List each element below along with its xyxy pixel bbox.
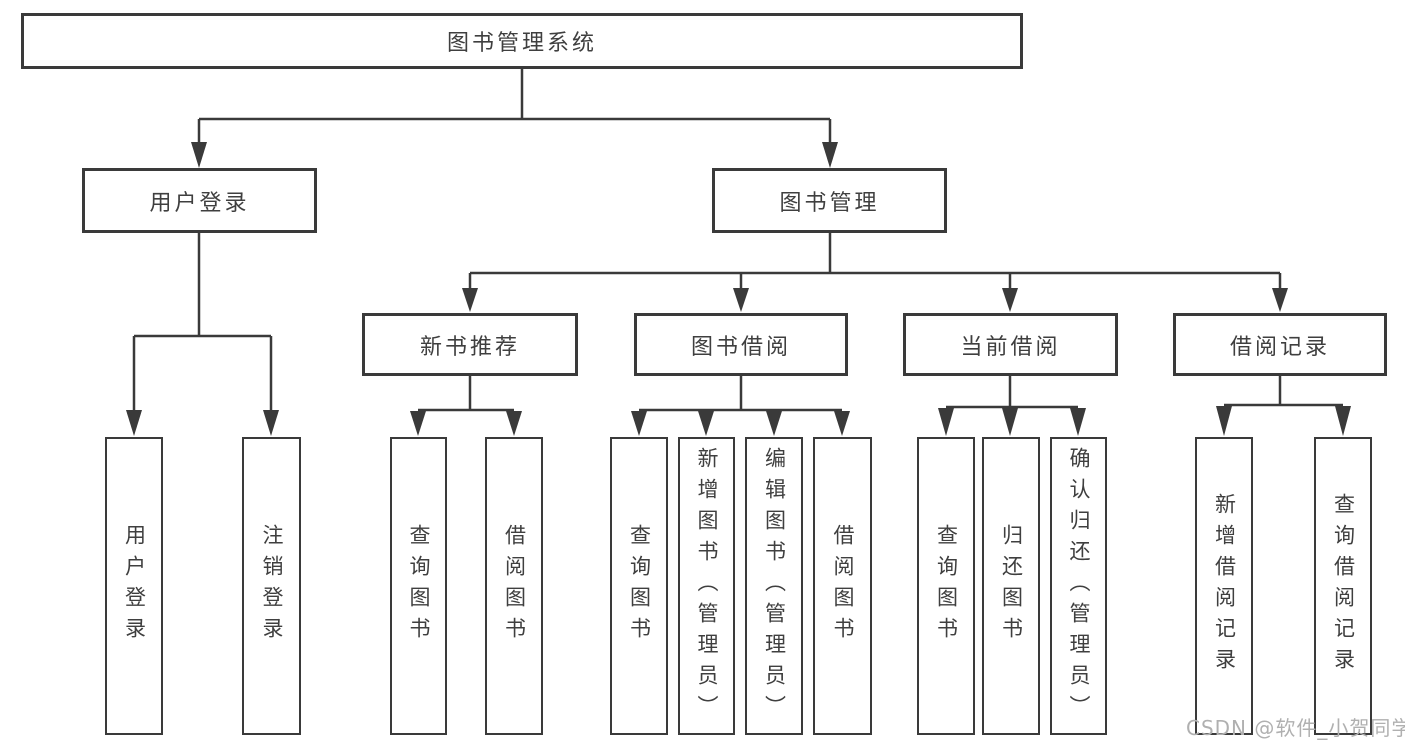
- leaf-label: 注销登录: [260, 524, 284, 648]
- node-label: 新书推荐: [419, 334, 520, 360]
- leaf-label: 新增借阅记录: [1212, 493, 1237, 679]
- node-new-book-recommendation: 新书推荐: [362, 313, 578, 376]
- node-label: 借阅记录: [1229, 334, 1330, 360]
- node-label: 图书管理: [779, 190, 880, 216]
- leaf-label: 用户登录: [122, 524, 147, 648]
- node-label: 用户登录: [149, 190, 250, 216]
- leaf-return-books: 归还图书: [982, 437, 1040, 735]
- node-book-management: 图书管理: [712, 168, 947, 233]
- leaf-label: 查询图书: [627, 524, 652, 648]
- leaf-add-books-admin: 新增图书（管理员）: [678, 437, 735, 735]
- leaf-query-books-current: 查询图书: [917, 437, 975, 735]
- leaf-label: 借阅图书: [502, 524, 527, 648]
- leaf-label: 查询借阅记录: [1331, 493, 1356, 679]
- node-label: 当前借阅: [960, 334, 1061, 360]
- leaf-edit-books-admin: 编辑图书（管理员）: [745, 437, 803, 735]
- node-label: 图书借阅: [690, 334, 791, 360]
- leaf-label: 新增图书（管理员）: [695, 446, 719, 726]
- leaf-borrow-books-recommendation: 借阅图书: [485, 437, 543, 735]
- leaf-label: 借阅图书: [831, 524, 855, 648]
- connector-segments: [132, 69, 1343, 412]
- leaf-confirm-return-admin: 确认归还（管理员）: [1050, 437, 1107, 735]
- leaf-label: 确认归还（管理员）: [1067, 446, 1091, 726]
- leaf-user-login: 用户登录: [105, 437, 163, 735]
- node-label: 图书管理系统: [446, 31, 597, 56]
- leaf-borrow-books-borrowing: 借阅图书: [813, 437, 872, 735]
- leaf-label: 查询图书: [407, 524, 431, 648]
- leaf-label: 归还图书: [999, 524, 1024, 648]
- node-library-management-system: 图书管理系统: [21, 13, 1023, 69]
- leaf-query-books-borrowing: 查询图书: [610, 437, 668, 735]
- watermark: CSDN @软件_小贺同学: [1186, 716, 1405, 740]
- leaf-query-borrow-record: 查询借阅记录: [1314, 437, 1372, 735]
- leaf-add-borrow-record: 新增借阅记录: [1195, 437, 1253, 735]
- leaf-logout: 注销登录: [242, 437, 301, 735]
- node-book-borrowing: 图书借阅: [634, 313, 848, 376]
- node-borrowing-records: 借阅记录: [1173, 313, 1387, 376]
- leaf-label: 查询图书: [934, 524, 959, 648]
- node-user-login: 用户登录: [82, 168, 317, 233]
- leaf-query-books-recommendation: 查询图书: [390, 437, 447, 735]
- node-current-borrowing: 当前借阅: [903, 313, 1118, 376]
- arrowheads: [126, 142, 1351, 436]
- leaf-label: 编辑图书（管理员）: [762, 446, 787, 726]
